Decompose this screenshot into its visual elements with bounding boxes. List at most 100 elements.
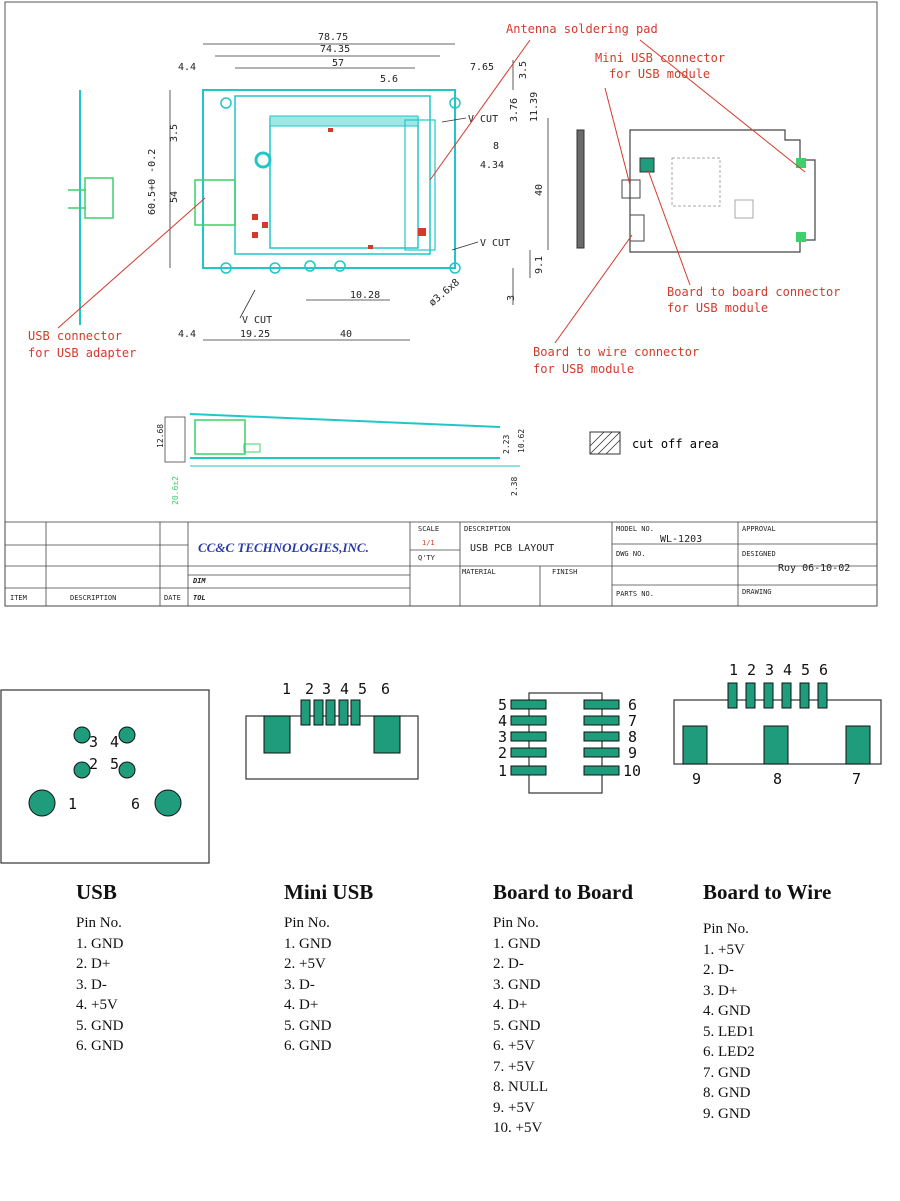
pin-item: 8. NULL — [493, 1079, 548, 1095]
scale-label: SCALE — [418, 525, 439, 533]
pin-item: 9. +5V — [493, 1099, 535, 1116]
side-elevation — [164, 413, 520, 467]
item-label: ITEM — [10, 594, 27, 602]
pin-item: 3. GND — [493, 976, 541, 993]
dim-bottom-3: 40 — [340, 329, 352, 340]
b2b-pin-8: 8 — [628, 728, 637, 746]
pin-item: 3. D- — [284, 976, 315, 993]
callout-b2w-2: for USB module — [533, 362, 634, 376]
pin-table-header: Pin No. — [493, 915, 539, 931]
mini-usb-pin-4: 4 — [340, 680, 349, 698]
pin-item: 1. GND — [76, 935, 124, 952]
pin-item: 7. GND — [703, 1064, 751, 1081]
usb-pin-1: 1 — [68, 795, 77, 813]
b2w-pin-4: 4 — [783, 661, 792, 679]
edge-connector — [576, 129, 585, 249]
dim-top-9: 11.39 — [529, 92, 540, 122]
callout-b2b-2: for USB module — [667, 301, 768, 315]
qty-label: Q'TY — [418, 554, 436, 562]
usb-pin-6: 6 — [131, 795, 140, 813]
dim-left-3: 54 — [169, 191, 180, 203]
b2b-pin-10: 10 — [623, 762, 641, 780]
pin-item: 1. GND — [284, 935, 332, 952]
callout-usb-adapter-1: USB connector — [28, 329, 122, 343]
pin-table-mini-usb: Mini USB Pin No. 1. GND 2. +5V 3. D- 4. … — [284, 880, 373, 1057]
dim-top-7: 3.5 — [518, 61, 529, 79]
dimension-lines — [169, 43, 549, 341]
pin-item: 5. GND — [493, 1017, 541, 1034]
drawing-label: DRAWING — [742, 588, 772, 596]
pin-item: 4. D+ — [284, 997, 319, 1013]
pin-item: 4. GND — [703, 1003, 751, 1019]
mini-usb-pin-5: 5 — [358, 680, 367, 698]
callout-b2w-1: Board to wire connector — [533, 345, 699, 359]
date-label: DATE — [164, 594, 181, 602]
b2w-connector-diagram — [673, 682, 882, 765]
pin-item: 3. D+ — [703, 982, 738, 999]
vcut-label-3: V CUT — [242, 315, 272, 326]
pin-item: 6. GND — [76, 1038, 124, 1054]
pin-item: 2. D- — [703, 962, 734, 978]
b2b-pin-9: 9 — [628, 744, 637, 762]
pin-item: 5. LED1 — [703, 1023, 755, 1040]
dim-right-4: 9.1 — [534, 256, 545, 274]
pin-item: 1. +5V — [703, 941, 745, 958]
pin-item: 9. GND — [703, 1105, 751, 1122]
dim-left-1: 60.5+0 -0.2 — [147, 149, 158, 215]
mini-usb-pin-2: 2 — [305, 680, 314, 698]
b2w-pin-6: 6 — [819, 661, 828, 679]
callout-usb-adapter-2: for USB adapter — [28, 346, 136, 360]
description-value: USB PCB LAYOUT — [470, 543, 554, 554]
company-name: CC&C TECHNOLOGIES,INC. — [198, 540, 369, 555]
pin-item: 6. LED2 — [703, 1044, 755, 1060]
approval-label: APPROVAL — [742, 525, 776, 533]
pin-table-header: Pin No. — [284, 915, 330, 931]
pin-item: 2. D- — [493, 956, 524, 972]
usb-pin-3: 3 — [89, 733, 98, 751]
pin-item: 6. GND — [284, 1038, 332, 1054]
pin-item: 8. GND — [703, 1085, 751, 1101]
mini-usb-pin-3: 3 — [322, 680, 331, 698]
mini-usb-connector-diagram — [245, 699, 419, 780]
b2w-pin-5: 5 — [801, 661, 810, 679]
dim-left-2: 3.5 — [169, 124, 180, 142]
material-label: MATERIAL — [462, 568, 496, 576]
b2w-pin-1: 1 — [729, 661, 738, 679]
designed-label: DESIGNED — [742, 550, 776, 558]
pin-table-title: Mini USB — [284, 880, 374, 904]
desc-col-label: DESCRIPTION — [70, 594, 116, 602]
b2b-pin-1: 1 — [498, 762, 507, 780]
pcb-top-view — [194, 89, 461, 274]
pin-item: 4. D+ — [493, 997, 528, 1013]
b2b-pin-4: 4 — [498, 712, 507, 730]
b2w-pin-7: 7 — [852, 770, 861, 788]
side-dim-1: 12.68 — [156, 424, 165, 448]
usb-pin-2: 2 — [89, 755, 98, 773]
mini-usb-pin-1: 1 — [282, 680, 291, 698]
pin-item: 3. D- — [76, 976, 107, 993]
vcut-label-1: V CUT — [468, 114, 498, 125]
side-dim-4: 10.62 — [517, 429, 526, 453]
dim-right-1: 8 — [493, 141, 499, 152]
b2b-pin-7: 7 — [628, 712, 637, 730]
dim-right-3: 40 — [534, 184, 545, 196]
scale-value: 1/1 — [422, 539, 435, 547]
b2w-pin-2: 2 — [747, 661, 756, 679]
tol-row-label: TOL — [193, 594, 206, 602]
dim-row-label: DIM — [192, 577, 206, 585]
parts-label: PARTS NO. — [616, 590, 654, 598]
dim-top-6: 4.4 — [178, 62, 196, 73]
dwg-label: DWG NO. — [616, 550, 646, 558]
callout-mini-usb-2: for USB module — [609, 67, 710, 81]
description-label: DESCRIPTION — [464, 525, 510, 533]
b2b-pin-3: 3 — [498, 728, 507, 746]
pin-item: 6. +5V — [493, 1038, 535, 1054]
side-dim-2: 20.6±2 — [171, 476, 180, 505]
dim-bottom-2: 19.25 — [240, 329, 270, 340]
dim-top-5: 7.65 — [470, 62, 494, 73]
cut-off-legend — [589, 431, 621, 455]
finish-label: FINISH — [552, 568, 577, 576]
pin-table-header: Pin No. — [703, 921, 749, 937]
pin-table-header: Pin No. — [76, 915, 122, 931]
